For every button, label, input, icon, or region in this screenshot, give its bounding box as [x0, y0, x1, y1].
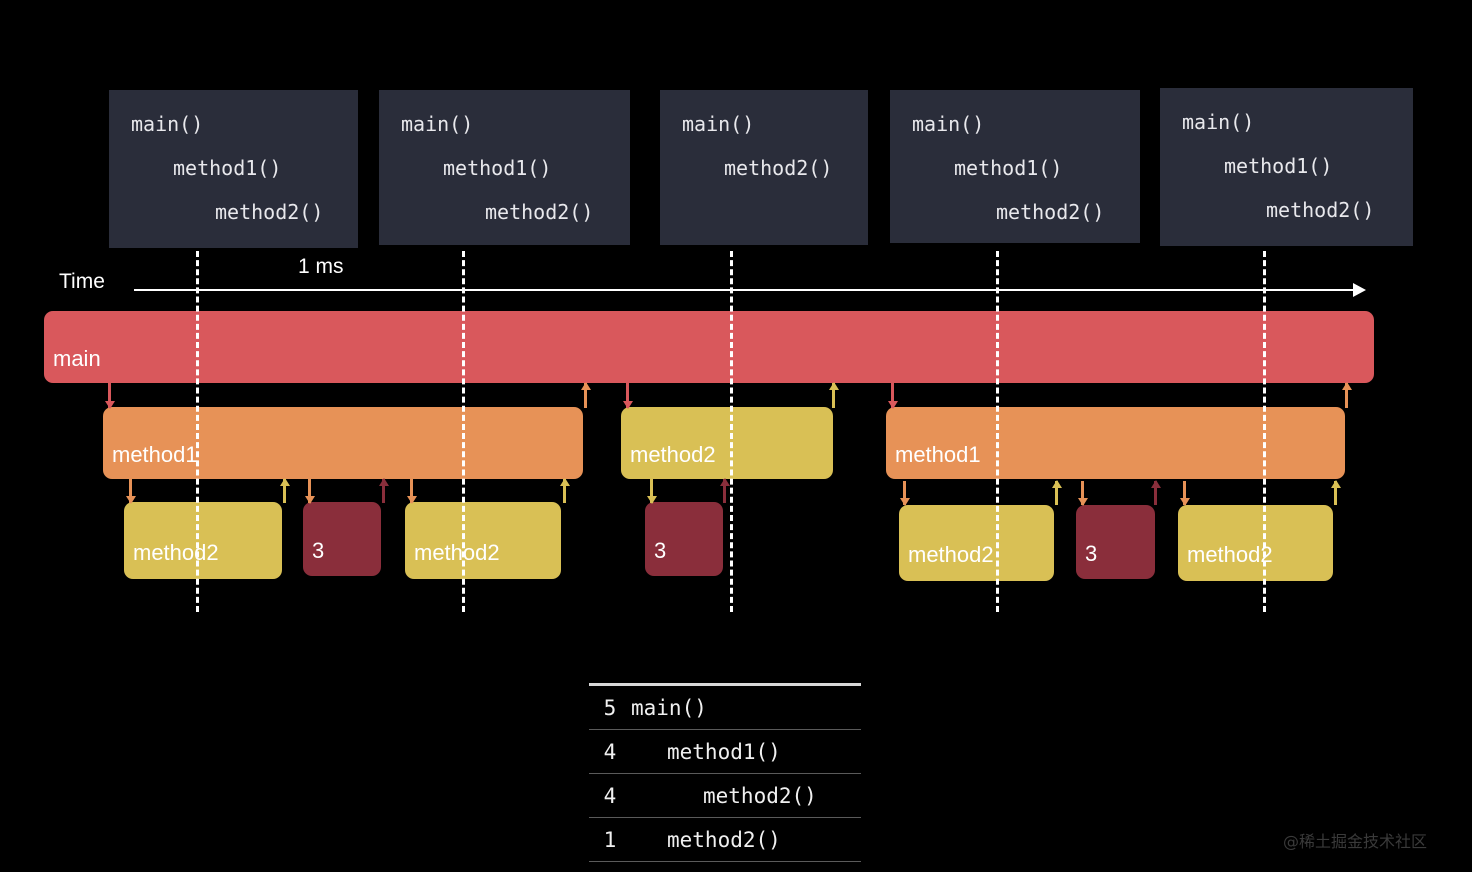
stack-frame-line: method2() [724, 156, 833, 180]
flame-bar[interactable]: method2 [124, 502, 282, 579]
return-arrow-icon [580, 382, 591, 408]
return-arrow-icon [828, 382, 839, 408]
call-arrow-icon [887, 383, 898, 409]
time-axis-label: Time [59, 270, 105, 293]
return-arrow-icon [1341, 382, 1352, 408]
stack-frame-line: main() [682, 112, 755, 136]
stack-frame-line: method2() [215, 200, 324, 224]
stack-frame-line: method1() [443, 156, 552, 180]
flame-bar[interactable]: main [44, 311, 1374, 383]
return-arrow-icon [1330, 480, 1341, 505]
flame-bar-label: method2 [630, 442, 716, 467]
summary-sample-count: 5 [603, 695, 617, 720]
summary-frame-name: method1() [667, 739, 781, 764]
summary-row[interactable]: 5 main() [589, 683, 861, 730]
stack-sample-box: main() method1() method2() [1160, 88, 1413, 246]
stack-frame-line: main() [131, 112, 204, 136]
summary-sample-count: 1 [603, 827, 617, 852]
return-arrow-icon [719, 478, 730, 503]
call-arrow-icon [646, 479, 657, 504]
flame-bar-label: method2 [414, 539, 500, 565]
flame-bar[interactable]: method2 [621, 407, 833, 479]
flame-bar-label: method1 [895, 442, 981, 467]
stack-sample-box: main() method1() method2() [379, 90, 630, 245]
call-arrow-icon [1077, 481, 1088, 506]
return-arrow-icon [559, 478, 570, 503]
interval-label: 1 ms [298, 255, 344, 278]
stack-sample-box: main() method1() method2() [109, 90, 358, 248]
flame-bar[interactable]: method1 [103, 407, 583, 479]
flame-bar[interactable]: method2 [1178, 505, 1333, 581]
flame-bar-label: method1 [112, 442, 198, 467]
flame-bar-label: method2 [133, 539, 219, 565]
stack-frame-line: method2() [485, 200, 594, 224]
return-arrow-icon [279, 478, 290, 503]
flame-bar[interactable]: 3 [645, 502, 723, 576]
summary-row[interactable]: 1 method2() [589, 818, 861, 862]
call-arrow-icon [622, 383, 633, 409]
stack-frame-line: main() [401, 112, 474, 136]
summary-frame-name: main() [631, 695, 707, 720]
stack-frame-line: method1() [173, 156, 282, 180]
summary-frame-name: method2() [703, 783, 817, 808]
return-arrow-icon [1051, 480, 1062, 505]
watermark: @稀土掘金技术社区 [1283, 832, 1428, 851]
stack-sample-box: main() method2() [660, 90, 868, 245]
stack-frame-line: method2() [996, 200, 1105, 224]
call-arrow-icon [125, 479, 136, 504]
flame-bar-label: main [53, 346, 101, 371]
stack-frame-line: main() [912, 112, 985, 136]
stack-frame-line: main() [1182, 110, 1255, 134]
time-axis-line [134, 289, 1364, 291]
stack-frame-line: method1() [954, 156, 1063, 180]
summary-sample-count: 4 [603, 783, 617, 808]
summary-row[interactable]: 4 method2() [589, 774, 861, 818]
stack-frame-line: method2() [1266, 198, 1375, 222]
call-arrow-icon [1179, 481, 1190, 506]
stack-frame-line: method1() [1224, 154, 1333, 178]
flame-bar[interactable]: 3 [303, 502, 381, 576]
flame-bar[interactable]: method2 [899, 505, 1054, 581]
flame-bar-label: 3 [312, 538, 325, 563]
flame-bar[interactable]: method1 [886, 407, 1345, 479]
flame-bar-label: method2 [1187, 542, 1273, 567]
flame-bar[interactable]: 3 [1076, 505, 1155, 579]
return-arrow-icon [1150, 480, 1161, 505]
flame-bar-label: 3 [1085, 541, 1098, 566]
summary-sample-count: 4 [603, 739, 617, 764]
summary-frame-name: method2() [667, 827, 781, 852]
return-arrow-icon [378, 478, 389, 503]
flame-bar-label: method2 [908, 542, 994, 567]
flame-bar-label: 3 [654, 538, 667, 563]
call-arrow-icon [104, 383, 115, 409]
time-axis-arrowhead [1353, 283, 1366, 297]
call-arrow-icon [304, 479, 315, 504]
flame-bar[interactable]: method2 [405, 502, 561, 579]
call-arrow-icon [406, 479, 417, 504]
stack-sample-box: main() method1() method2() [890, 90, 1140, 243]
summary-row[interactable]: 4 method1() [589, 730, 861, 774]
call-arrow-icon [899, 481, 910, 506]
aggregate-summary-table: 5 main() 4 method1() 4 method2() 1 method2() [589, 683, 861, 862]
